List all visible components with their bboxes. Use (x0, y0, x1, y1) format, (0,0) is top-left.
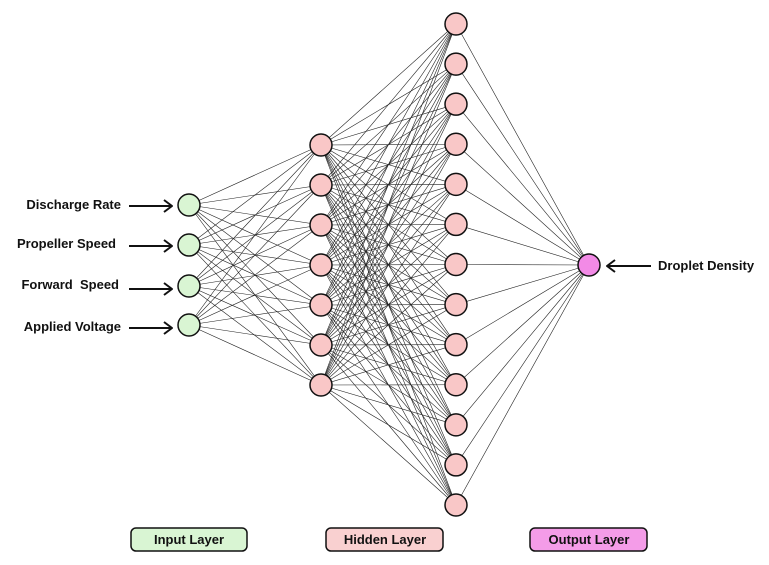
output-node (577, 253, 601, 277)
connection-line (188, 144, 322, 206)
hidden-2-node (444, 332, 468, 357)
connection-line (320, 384, 457, 466)
hidden-2-node (444, 292, 468, 317)
input-label-propeller-speed: Propeller Speed (17, 236, 116, 251)
connection-line (455, 264, 590, 426)
connection-line (320, 384, 457, 506)
connection-line (188, 144, 322, 246)
input-arrow (129, 199, 173, 213)
connection-line (320, 144, 457, 386)
hidden-1-node (309, 333, 333, 357)
connection-line (455, 264, 590, 345)
connection-line (455, 23, 590, 266)
input-node (177, 233, 201, 257)
hidden-layer-badge: Hidden Layer (325, 527, 444, 552)
connection-line (455, 63, 590, 266)
output-arrow (606, 259, 651, 273)
connection-line (320, 23, 457, 146)
connection-line (320, 23, 457, 346)
hidden-1-node (309, 373, 333, 397)
connection-line (188, 324, 322, 346)
connection-line (320, 63, 457, 386)
hidden-2-node (444, 413, 468, 437)
connection-line (188, 324, 322, 386)
hidden-2-node (444, 493, 468, 517)
connection-line (188, 184, 322, 246)
connection-line (188, 285, 322, 386)
input-layer-badge-box (130, 527, 248, 552)
input-arrow (129, 321, 173, 335)
hidden-2-node (444, 453, 468, 477)
connection-line (455, 184, 590, 266)
hidden-1-node (309, 173, 333, 197)
hidden-2-node (444, 252, 468, 277)
connection-line (320, 23, 457, 386)
input-arrow (129, 239, 173, 253)
connection-line (188, 224, 322, 326)
hidden-2-node (444, 132, 468, 156)
connection-line (188, 184, 322, 326)
connection-line (455, 264, 590, 305)
connection-line (320, 384, 457, 426)
hidden-1-node (309, 253, 333, 277)
input-arrow (129, 282, 173, 296)
connection-line (188, 264, 322, 326)
connection-line (455, 103, 590, 266)
connection-line (455, 264, 590, 266)
connection-line (320, 23, 457, 306)
feature-arrows (129, 199, 651, 335)
connection-line (320, 264, 457, 386)
connection-line (320, 23, 457, 266)
input-layer-badge: Input Layer (130, 527, 248, 552)
connection-line (455, 264, 590, 506)
connection-line (455, 144, 590, 266)
hidden-2-node (444, 92, 468, 116)
hidden-layer-badge-box (325, 527, 444, 552)
connection-line (188, 304, 322, 326)
output-layer-label: Output Layer (549, 532, 630, 547)
input-label-applied-voltage: Applied Voltage (24, 319, 121, 334)
connection-line (320, 224, 457, 386)
output-label-droplet-density: Droplet Density (658, 258, 755, 273)
connection-line (188, 264, 322, 287)
connection-line (455, 264, 590, 385)
connection-line (455, 224, 590, 266)
connection-line (320, 184, 457, 386)
connection-line (188, 285, 322, 306)
hidden-layer-label: Hidden Layer (344, 532, 426, 547)
connection-lines (188, 23, 590, 506)
connection-line (320, 23, 457, 186)
connection-line (320, 344, 457, 386)
connection-line (455, 264, 590, 466)
neurons (177, 12, 601, 517)
hidden-2-node (444, 52, 468, 76)
connection-line (188, 144, 322, 326)
hidden-1-node (309, 213, 333, 237)
input-node (177, 313, 201, 337)
input-node (177, 274, 201, 298)
hidden-2-node (444, 373, 468, 397)
input-node (177, 193, 201, 217)
connection-line (320, 304, 457, 386)
connection-line (188, 224, 322, 287)
hidden-1-node (309, 133, 333, 157)
output-layer-badge: Output Layer (529, 527, 648, 552)
connection-line (320, 23, 457, 226)
connection-line (320, 104, 457, 386)
input-label-forward-speed: Forward Speed (21, 277, 119, 292)
input-layer-label: Input Layer (154, 532, 224, 547)
connection-line (188, 285, 322, 346)
hidden-1-node (309, 293, 333, 317)
connection-line (188, 144, 322, 287)
hidden-2-node (444, 212, 468, 237)
hidden-2-node (444, 172, 468, 197)
hidden-2-node (444, 12, 468, 36)
input-label-discharge-rate: Discharge Rate (26, 197, 121, 212)
output-layer-badge-box (529, 527, 648, 552)
